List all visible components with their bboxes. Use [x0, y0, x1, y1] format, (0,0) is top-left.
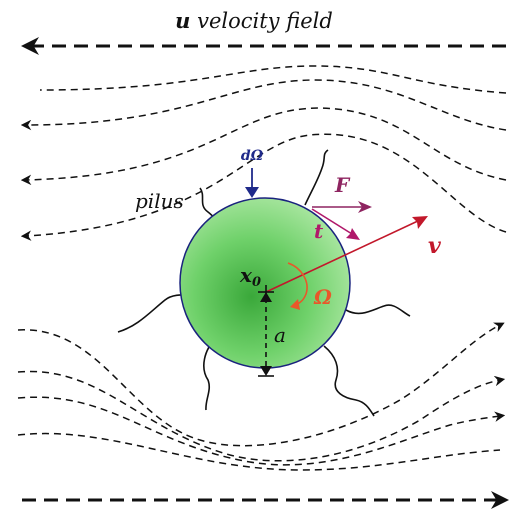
d-omega-arrow-head — [245, 187, 259, 198]
radius-arrow-top — [260, 292, 272, 302]
bacterium-sphere — [179, 197, 351, 369]
velocity-arrow-shaft — [265, 219, 421, 293]
streamline-lower-4 — [17, 432, 501, 471]
streamline-lower-3 — [17, 396, 506, 466]
streamline-upper-1 — [39, 65, 507, 94]
tangent-label: t — [314, 219, 324, 243]
x0-sub: 0 — [252, 275, 261, 290]
pilus-right — [345, 304, 411, 317]
streamline-lower-1 — [17, 322, 505, 447]
velocity-label: v — [428, 233, 441, 259]
d-omega-label: dΩ — [241, 148, 264, 164]
tangent-arrow-head — [346, 228, 360, 240]
x0-label: x0 — [239, 263, 261, 290]
title-u: u — [175, 8, 190, 33]
omega-label: Ω — [313, 285, 332, 309]
pilus-lower-right — [323, 345, 375, 417]
radius-arrow-bottom — [260, 366, 272, 376]
streamline-upper-4 — [20, 133, 507, 241]
omega-arrow-head — [290, 299, 300, 310]
title: u velocity field — [175, 8, 333, 33]
pilus-label: pilus — [135, 189, 184, 213]
force-label: F — [334, 173, 351, 197]
streamline-upper-3 — [20, 107, 507, 186]
tangent-arrow-shaft — [311, 208, 353, 235]
velocity-arrow-head — [412, 216, 428, 229]
x0-main: x — [239, 263, 253, 287]
title-rest: velocity field — [190, 9, 332, 33]
streamline-lower-2 — [17, 370, 506, 462]
streamline-upper-2 — [20, 79, 507, 131]
force-arrow-head — [358, 201, 372, 213]
radius-label: a — [274, 323, 286, 347]
pilus-lower-left — [203, 337, 217, 411]
pilus-top — [304, 149, 329, 206]
pili — [117, 149, 411, 417]
